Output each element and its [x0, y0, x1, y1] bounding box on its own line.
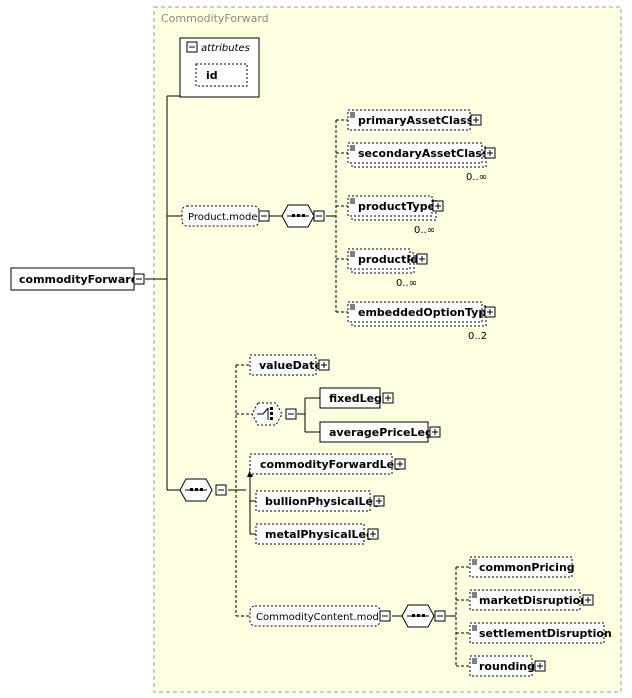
element-label: metalPhysicalLeg — [265, 528, 374, 541]
element-label: fixedLeg — [329, 392, 382, 405]
element-secondary-asset-class[interactable]: secondaryAssetClass 0..∞ — [347, 142, 496, 183]
root-element-label: commodityForward — [19, 273, 139, 286]
element-label: embeddedOptionType — [358, 306, 494, 319]
root-element-node[interactable]: commodityForward — [10, 267, 145, 291]
element-label: commonPricing — [479, 561, 575, 574]
connector-lines — [145, 95, 470, 667]
attribute-id[interactable] — [195, 63, 248, 87]
occurrence-label: 0..∞ — [466, 172, 487, 183]
element-product-type[interactable]: productType 0..∞ — [347, 195, 444, 236]
element-label: valueDate — [259, 359, 322, 372]
element-label: bullionPhysicalLeg — [265, 495, 381, 508]
element-label: marketDisruption — [479, 594, 588, 607]
commodity-content-model-label: CommodityContent.model — [256, 612, 388, 623]
element-label: rounding — [479, 660, 535, 673]
attributes-box: attributes id — [179, 37, 260, 98]
occurrence-label: 0..∞ — [414, 225, 435, 236]
sequence-compositor-icon[interactable] — [179, 478, 227, 502]
element-product-id[interactable]: productId 0..∞ — [347, 248, 428, 289]
element-label: primaryAssetClass — [358, 114, 474, 127]
choice-compositor-icon[interactable] — [251, 402, 297, 426]
element-commodity-forward-leg[interactable]: commodityForwardLeg — [249, 453, 406, 475]
element-label: productId — [358, 253, 418, 266]
element-settlement-disruption[interactable]: settlementDisruption — [469, 622, 612, 644]
element-value-date[interactable]: valueDate — [249, 354, 330, 376]
product-model-group[interactable]: Product.model — [181, 205, 270, 227]
container-box — [153, 6, 622, 693]
element-embedded-option-type[interactable]: embeddedOptionType 0..2 — [347, 301, 496, 342]
element-label: commodityForwardLeg — [260, 458, 402, 471]
commodity-content-model-group[interactable]: CommodityContent.model — [249, 605, 391, 627]
occurrence-label: 0..∞ — [396, 278, 417, 289]
element-primary-asset-class[interactable]: primaryAssetClass — [347, 109, 482, 131]
element-rounding[interactable]: rounding — [469, 655, 546, 677]
element-market-disruption[interactable]: marketDisruption — [469, 589, 594, 611]
annotation-markers — [350, 112, 477, 664]
sequence-compositor-icon[interactable] — [401, 604, 446, 628]
element-metal-physical-leg[interactable]: metalPhysicalLeg — [255, 523, 379, 545]
element-label: secondaryAssetClass — [358, 147, 489, 160]
container-label: CommodityForward — [161, 12, 269, 25]
element-label: averagePriceLeg — [329, 426, 433, 439]
element-common-pricing[interactable]: commonPricing — [469, 556, 575, 578]
element-fixed-leg[interactable]: fixedLeg — [319, 387, 394, 409]
attributes-title: attributes — [201, 43, 250, 54]
sequence-compositor-icon[interactable] — [281, 204, 325, 228]
occurrence-label: 0..2 — [468, 331, 487, 342]
element-label: productType — [358, 200, 435, 213]
element-average-price-leg[interactable]: averagePriceLeg — [319, 421, 441, 443]
attribute-id-label: id — [206, 69, 218, 82]
product-model-label: Product.model — [188, 212, 260, 223]
element-bullion-physical-leg[interactable]: bullionPhysicalLeg — [255, 490, 385, 512]
element-label: settlementDisruption — [479, 627, 612, 640]
